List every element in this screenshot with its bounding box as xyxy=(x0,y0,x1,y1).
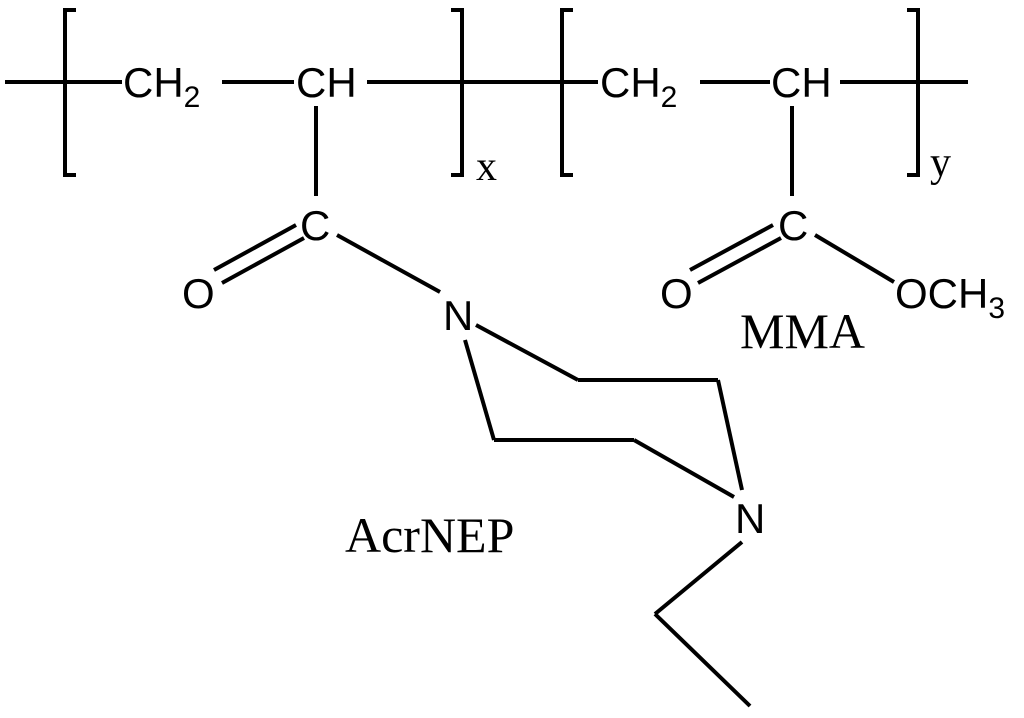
double-bond-co-1a xyxy=(213,223,297,272)
bond-carbonyl-amide-n xyxy=(336,233,441,294)
ring-bond-bottom-n4 xyxy=(633,438,735,499)
repeat-index-x: x xyxy=(476,144,497,190)
carbonyl-carbon-2: C xyxy=(778,202,808,249)
repeat-unit-brackets xyxy=(63,8,920,177)
ethyl-bond-1 xyxy=(653,540,744,616)
ring-bond-n1-lower xyxy=(463,339,496,441)
label-mma: MMA xyxy=(740,303,865,359)
carbonyl-oxygen-1: O xyxy=(182,270,215,317)
label-acrnep: AcrNEP xyxy=(345,507,514,563)
bracket-open-unit1 xyxy=(63,8,76,177)
piperazine-nitrogen: N xyxy=(735,495,765,542)
ring-bond-top-n4 xyxy=(716,379,744,491)
mma-side-group: C O OCH3 xyxy=(660,106,1005,325)
ring-bond-n1-upper xyxy=(475,323,579,382)
carbonyl-carbon-1: C xyxy=(300,202,330,249)
methoxy-group: OCH3 xyxy=(895,270,1005,325)
double-bond-co-1b xyxy=(221,236,305,285)
ch-group-unit2: CH xyxy=(771,59,832,106)
carbonyl-oxygen-2: O xyxy=(660,270,693,317)
bracket-close-unit1 xyxy=(451,8,464,177)
ch2-group-unit1: CH2 xyxy=(123,59,200,114)
acrnep-side-group: C O N N xyxy=(182,106,765,708)
bond-carbonyl-methoxy xyxy=(813,233,896,284)
bracket-open-unit2 xyxy=(560,8,573,177)
repeat-index-y: y xyxy=(930,140,951,186)
amide-nitrogen: N xyxy=(443,292,473,339)
ch-group-unit1: CH xyxy=(296,59,357,106)
double-bond-co-2a xyxy=(689,223,774,272)
double-bond-co-2b xyxy=(697,236,782,285)
ch2-group-unit2: CH2 xyxy=(600,59,677,114)
ethyl-bond-2 xyxy=(653,612,752,708)
bracket-close-unit2 xyxy=(907,8,920,177)
